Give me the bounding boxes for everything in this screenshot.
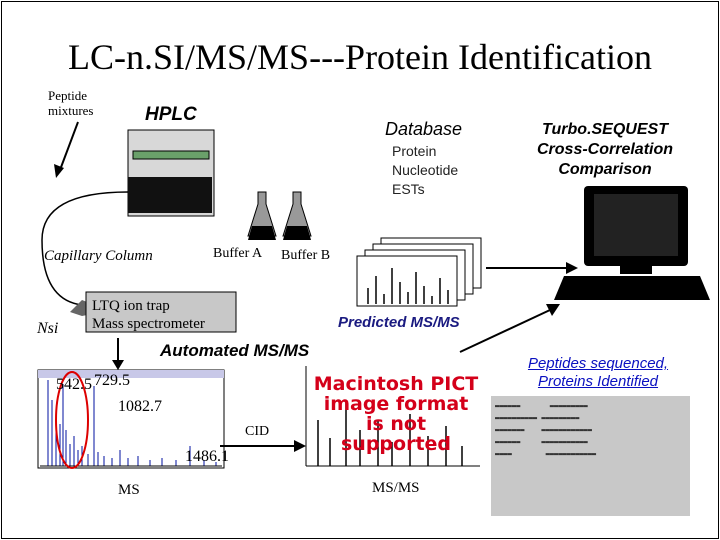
peptide-arrow-head: [54, 164, 64, 178]
results-row: ▬▬▬▬ ▬▬▬▬▬▬▬▬▬▬▬▬: [495, 450, 597, 458]
results-table-image: ▬▬▬▬▬▬ ▬▬▬▬▬▬▬▬▬ ▬▬▬▬▬▬▬▬▬▬ ▬▬▬▬▬▬▬▬▬ ▬▬…: [491, 396, 690, 516]
buffer-b-fill: [283, 226, 311, 240]
ltq-box: [85, 291, 237, 333]
computer-icon: [554, 186, 710, 300]
ms-label: MS: [118, 482, 140, 498]
buffer-a-bottle: [247, 191, 277, 237]
peak-label-1486: 1486.1: [185, 448, 229, 465]
ltq-line-1: LTQ ion trap: [92, 298, 170, 314]
slide-title: LC-n.SI/MS/MS---Protein Identification: [68, 37, 652, 77]
results-row: ▬▬▬▬▬▬▬▬▬▬ ▬▬▬▬▬▬▬▬▬: [495, 414, 580, 422]
cid-label: CID: [245, 424, 270, 439]
peak-label-1082: 1082.7: [118, 398, 162, 415]
pict-placeholder: Macintosh PICT image format is not suppo…: [310, 374, 482, 454]
peak-label-729: 729.5: [94, 372, 130, 389]
pict-line-2: image format: [323, 393, 469, 415]
buffer-a-fill: [248, 226, 276, 240]
ltq-label: LTQ ion trap Mass spectrometer: [92, 297, 205, 333]
buffer-a-label: Buffer A: [213, 246, 263, 261]
turbo-sequest-label: Turbo.SEQUEST Cross-Correlation Comparis…: [520, 120, 690, 180]
results-row: ▬▬▬▬▬▬ ▬▬▬▬▬▬▬▬▬▬▬: [495, 438, 588, 446]
predicted-spectra-stack: [356, 237, 482, 307]
peptide-arrow-line: [59, 121, 79, 171]
hplc-strip: [132, 150, 210, 160]
predicted-arrow-head: [566, 262, 578, 274]
hplc-panel: [128, 177, 212, 213]
capillary-line: [41, 191, 129, 306]
msms-arrow-line: [459, 309, 551, 353]
nsi-label: Nsi: [37, 320, 59, 337]
sequenced-line-1: Peptides sequenced,: [527, 355, 669, 372]
database-label: Database: [385, 119, 463, 139]
database-item-ests: ESTs: [392, 181, 425, 197]
results-row: ▬▬▬▬▬▬▬ ▬▬▬▬▬▬▬▬▬▬▬▬: [495, 426, 592, 434]
cid-arrow-head: [294, 440, 306, 452]
database-item-protein: Protein: [392, 143, 437, 159]
turbo-line-3: Comparison: [558, 161, 652, 178]
pict-line-3: is not supported: [340, 413, 452, 455]
msms-label: MS/MS: [372, 480, 420, 496]
peptides-sequenced-label: Peptides sequenced, Proteins Identified: [478, 355, 718, 391]
msms-arrow-head: [546, 304, 560, 316]
predicted-msms-label: Predicted MS/MS: [338, 314, 460, 331]
capillary-column-label: Capillary Column: [44, 248, 153, 264]
msms-spectrum: [305, 366, 480, 467]
ltq-arrow-head: [112, 360, 124, 370]
results-row: ▬▬▬▬▬▬ ▬▬▬▬▬▬▬▬▬: [495, 402, 588, 410]
sequenced-line-2: Proteins Identified: [537, 373, 659, 390]
automated-msms-label: Automated MS/MS: [160, 341, 310, 360]
turbo-line-2: Cross-Correlation: [536, 141, 674, 158]
peptide-mixtures-label: Peptide mixtures: [48, 88, 94, 118]
ms-spectrum: [37, 369, 225, 469]
hplc-label: HPLC: [145, 104, 197, 125]
buffer-b-bottle: [282, 191, 312, 237]
pict-line-1: Macintosh PICT: [313, 373, 479, 395]
ltq-line-2: Mass spectrometer: [92, 316, 205, 332]
database-item-nucleotide: Nucleotide: [392, 162, 459, 178]
buffer-b-label: Buffer B: [281, 248, 331, 263]
turbo-line-1: Turbo.SEQUEST: [542, 121, 668, 138]
peak-label-542: 542.5: [56, 376, 92, 393]
